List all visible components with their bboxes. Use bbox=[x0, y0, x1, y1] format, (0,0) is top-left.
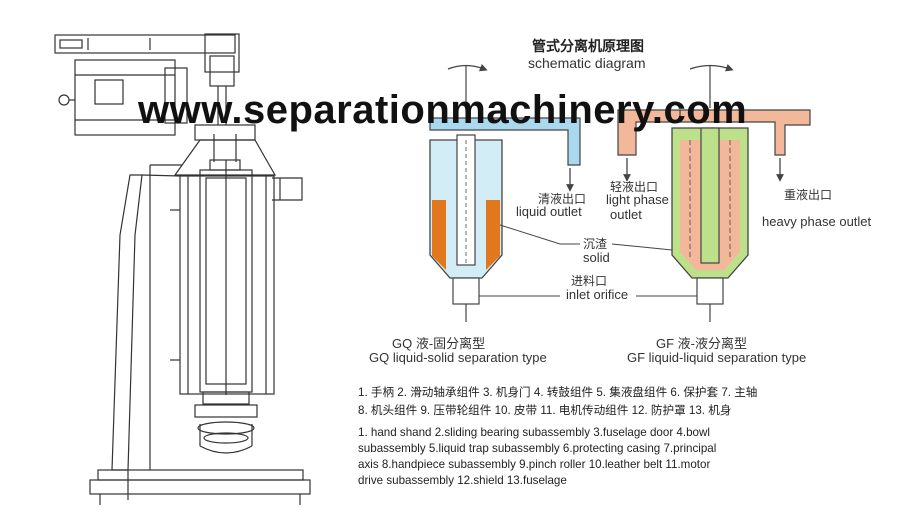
gq-schematic bbox=[429, 63, 581, 322]
gq-type-cn: GQ 液-固分离型 bbox=[392, 336, 486, 351]
gq-solid-left bbox=[432, 200, 446, 270]
liquid-outlet-cn: 清液出口 bbox=[538, 192, 587, 206]
diagram-title-cn: 管式分离机原理图 bbox=[532, 38, 644, 54]
legend-en-line-4: drive subassembly 12.shield 13.fuselage bbox=[358, 474, 567, 487]
legend-cn-line-2: 8. 机头组件 9. 压带轮组件 10. 皮带 11. 电机传动组件 12. 防… bbox=[358, 404, 732, 417]
gf-type-cn: GF 液-液分离型 bbox=[656, 336, 747, 351]
inlet-cn: 进料口 bbox=[571, 274, 608, 288]
light-phase-en-2: outlet bbox=[610, 207, 642, 222]
gq-type-en: GQ liquid-solid separation type bbox=[369, 350, 547, 365]
heavy-phase-cn: 重液出口 bbox=[784, 188, 833, 202]
light-phase-en: light phase bbox=[606, 192, 669, 207]
legend-en-line-2: subassembly 5.liquid trap subassembly 6.… bbox=[358, 442, 717, 455]
inlet-en: inlet orifice bbox=[566, 287, 629, 302]
heavy-phase-en: heavy phase outlet bbox=[762, 214, 872, 229]
solid-en: solid bbox=[583, 250, 610, 265]
machine-drawing bbox=[54, 33, 311, 505]
legend-en-line-3: axis 8.handpiece subassembly 9.pinch rol… bbox=[358, 458, 711, 471]
light-phase-cn: 轻液出口 bbox=[610, 180, 659, 194]
solid-cn: 沉渣 bbox=[583, 237, 608, 251]
watermark-url: www.separationmachinery.com bbox=[138, 88, 748, 132]
gf-type-en: GF liquid-liquid separation type bbox=[627, 350, 807, 365]
gq-solid-right bbox=[486, 200, 500, 270]
liquid-outlet-en: liquid outlet bbox=[516, 204, 582, 219]
legend-cn-line-1: 1. 手柄 2. 滑动轴承组件 3. 机身门 4. 转鼓组件 5. 集液盘组件 … bbox=[358, 386, 758, 399]
legend-en-line-1: 1. hand shand 2.sliding bearing subassem… bbox=[358, 426, 710, 439]
diagram-title-en: schematic diagram bbox=[528, 55, 646, 71]
gf-schematic bbox=[611, 64, 811, 322]
